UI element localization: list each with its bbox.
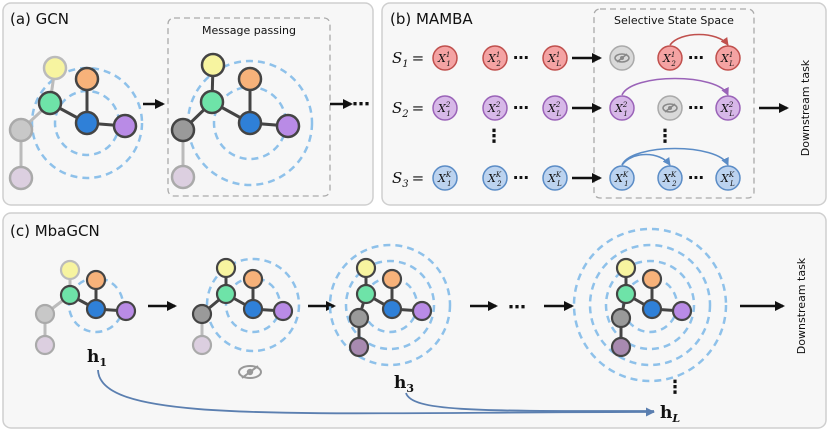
ellipsis-a: ⋯ [352, 94, 370, 115]
mamba-vdots-left: ⋮ [485, 126, 503, 147]
token-node [432, 95, 458, 121]
selective-arc [669, 33, 729, 46]
h3-label: h3 [394, 373, 414, 395]
ellipsis-c: ⋯ [508, 297, 526, 318]
hL-label: hL [660, 403, 680, 425]
selected-token-node [715, 45, 741, 71]
selective-arc [621, 153, 671, 166]
selected-token-node [609, 165, 635, 191]
selective-arc [621, 77, 729, 96]
gcn-graph-2 [170, 52, 314, 190]
mbagcn-graph-L [572, 227, 728, 383]
cL-vdots: ⋮ [666, 377, 684, 398]
mamba-downstream-label: Downstream task [799, 59, 812, 156]
selected-token-node [657, 165, 683, 191]
selective-state-space-box [593, 8, 755, 199]
sequence-label: S2= [392, 99, 424, 120]
panel-mamba-label: (b) MAMBA [390, 10, 473, 28]
mbagcn-downstream-label: Downstream task [795, 257, 808, 354]
hidden-eye-icon [662, 103, 678, 113]
token-node [482, 165, 508, 191]
panel-gcn-label: (a) GCN [10, 10, 69, 28]
message-passing-label: Message passing [202, 24, 296, 37]
panel-mbagcn-label: (c) MbaGCN [10, 222, 100, 240]
hidden-eye-icon [238, 365, 262, 379]
selected-token-node [657, 45, 683, 71]
mbagcn-graph-1 [34, 259, 137, 356]
token-node [542, 45, 568, 71]
token-node [432, 45, 458, 71]
selective-state-space-label: Selective State Space [614, 14, 734, 27]
selected-token-node [609, 95, 635, 121]
hidden-eye-icon [614, 53, 630, 63]
token-node [542, 165, 568, 191]
row-ellipsis: ⋯ [688, 48, 704, 67]
row-ellipsis: ⋯ [688, 168, 704, 187]
gcn-graph-1 [8, 55, 144, 191]
selected-token-node [715, 95, 741, 121]
mamba-vdots-right: ⋮ [656, 126, 674, 147]
h1-label: h1 [87, 347, 107, 369]
mbagcn-graph-2 [191, 257, 301, 356]
skip-curve-h1 [97, 369, 655, 417]
row-ellipsis: ⋯ [513, 168, 529, 187]
row-ellipsis: ⋯ [513, 98, 529, 117]
token-node [432, 165, 458, 191]
message-passing-box [167, 17, 331, 197]
row-ellipsis: ⋯ [513, 48, 529, 67]
selected-token-node [715, 165, 741, 191]
row-ellipsis: ⋯ [688, 98, 704, 117]
skip-curve-h3 [405, 392, 655, 412]
token-node [482, 45, 508, 71]
mbagcn-graph-3 [328, 243, 452, 367]
sequence-label: S1= [392, 49, 424, 70]
token-node [482, 95, 508, 121]
sequence-label: S3= [392, 169, 424, 190]
token-node [542, 95, 568, 121]
